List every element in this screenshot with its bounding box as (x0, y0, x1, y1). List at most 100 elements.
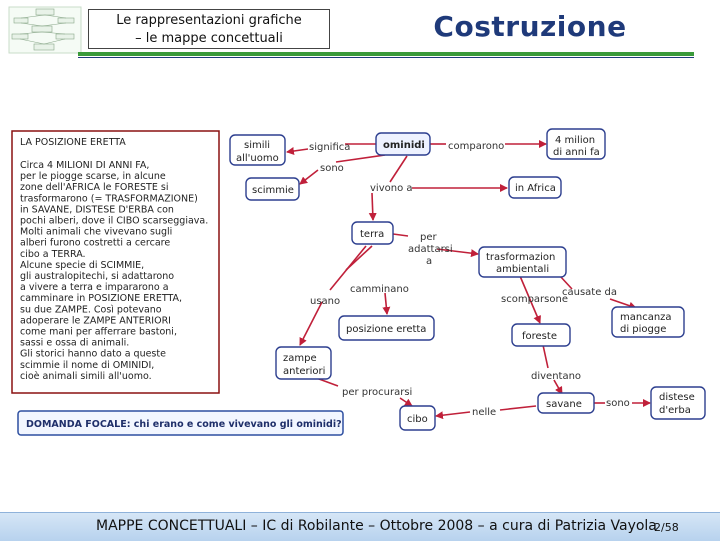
arrow-to-simili (286, 147, 309, 155)
link-a: a (426, 256, 432, 267)
link-comparono: comparono (448, 141, 504, 152)
text-panel-line: adoperare le ZAMPE ANTERIORI (20, 315, 171, 326)
node-scimmie-box (245, 177, 300, 201)
node-africa: in Africa (515, 183, 556, 194)
arrow-to-cibo (435, 411, 471, 420)
node-ominidi: ominidi (383, 140, 425, 151)
node-zampe-line2: anteriori (283, 366, 325, 377)
node-terra-box (351, 221, 394, 245)
text-panel-heading: LA POSIZIONE ERETTA (20, 137, 126, 148)
node-trasformazioni-box (478, 246, 567, 278)
node-simili-line2: all'uomo (236, 153, 279, 164)
link-diventano: diventano (531, 371, 581, 382)
header-rule-green (78, 52, 694, 56)
connector-savane-nelle (499, 405, 537, 411)
text-panel-line: su due ZAMPE. Così potevano (20, 304, 162, 315)
text-panel-line: in SAVANE, DISTESE D'ERBA con (20, 204, 174, 215)
node-milioni-box (546, 128, 606, 160)
node-zampe-box (275, 346, 332, 380)
arrow-procurarsi-cibo (399, 397, 413, 407)
footer-text: MAPPE CONCETTUALI – IC di Robilante – Ot… (96, 518, 657, 534)
link-vivono-a: vivono a (370, 183, 413, 194)
node-mancanza-line2: di piogge (620, 324, 666, 335)
link-adattarsi: adattarsi (408, 244, 453, 255)
node-africa-box (508, 176, 562, 199)
text-panel-body: Circa 4 MILIONI DI ANNI FA,per le piogge… (20, 160, 208, 382)
node-cibo: cibo (407, 414, 428, 425)
connector-ominidi-vivono (389, 155, 408, 183)
node-terra: terra (360, 229, 384, 240)
arrow-to-foreste (519, 275, 541, 324)
text-panel-line: scimmie il nome di OMINIDI, (20, 360, 154, 371)
link-camminano: camminano (350, 284, 409, 295)
text-panel-line: alberi furono costretti a cercare (20, 238, 170, 249)
node-savane: savane (546, 399, 582, 410)
arrow-to-trasformazioni (436, 248, 479, 258)
text-panel-line: come mani per afferrare bastoni, (20, 327, 177, 338)
text-panel-line: pochi alberi, dove il CIBO scarseggiava. (20, 216, 208, 227)
text-panel-line: trasformarono (= TRASFORMAZIONE) (20, 193, 198, 204)
subtitle-line-1: Le rappresentazioni grafiche (116, 13, 302, 28)
node-trasformazioni-line1: trasformazion (486, 252, 555, 263)
header-rule-blue (78, 57, 694, 58)
focal-question: DOMANDA FOCALE: chi erano e come vivevan… (26, 419, 342, 430)
link-sono: sono (320, 163, 344, 174)
link-sono-2: sono (606, 398, 630, 409)
arrow-to-savane (553, 379, 563, 395)
text-panel-line: Alcune specie di SCIMMIE, (20, 260, 144, 271)
link-usano: usano (310, 296, 340, 307)
node-mancanza-box (611, 306, 685, 338)
connector-terra-adattarsi (392, 233, 409, 237)
text-panel-line: cioè animali simili all'uomo. (20, 371, 152, 382)
connector-foreste-diventano (542, 344, 549, 369)
node-ominidi-box (375, 132, 431, 156)
text-panel-line: Circa 4 MILIONI DI ANNI FA, (20, 160, 149, 171)
link-significa: significa (309, 142, 350, 153)
node-scimmie: scimmie (252, 185, 294, 196)
text-panel-line: a vivere a terra e impararono a (20, 282, 169, 293)
text-panel-line: per le piogge scarse, in alcune (20, 171, 166, 182)
node-foreste: foreste (522, 331, 557, 342)
text-panel-line: Molti animali che vivevano sugli (20, 227, 172, 238)
subtitle-box: Le rappresentazioni grafiche – le mappe … (88, 9, 330, 49)
node-distese-line2: d'erba (659, 405, 691, 416)
node-distese-box (650, 386, 706, 420)
connector-ominidi-sono (335, 154, 386, 163)
text-panel-line: zone dell'AFRICA le FORESTE si (20, 182, 168, 193)
connector-terra-usano (329, 245, 367, 291)
page-number: 2/58 (654, 521, 679, 534)
link-nelle: nelle (472, 407, 496, 418)
page-title: Costruzione (433, 10, 627, 43)
link-per-procurarsi: per procurarsi (342, 387, 412, 398)
link-scomparsone: scomparsone (501, 294, 568, 305)
connector-causate (559, 275, 573, 290)
subtitle-line-2: – le mappe concettuali (135, 31, 283, 46)
link-per: per (420, 232, 438, 243)
arrow-to-terra (368, 192, 377, 221)
node-savane-box (537, 392, 595, 414)
arrow-to-posizione (382, 292, 391, 315)
node-foreste-box (511, 323, 571, 347)
node-zampe-line1: zampe (283, 353, 317, 364)
text-panel-line: Gli storici hanno dato a queste (20, 349, 166, 360)
text-panel-line: gli australopitechi, si adattarono (20, 271, 174, 282)
arrow-to-scimmie (299, 169, 319, 185)
node-distese-line1: distese (659, 392, 695, 403)
concept-map: LA POSIZIONE ERETTA Circa 4 MILIONI DI A… (11, 128, 706, 436)
node-simili-line1: simili (244, 140, 270, 151)
node-trasformazioni-line2: ambientali (496, 264, 549, 275)
node-milioni-line2: di anni fa (553, 147, 600, 158)
node-posizione: posizione eretta (346, 324, 426, 335)
text-panel (11, 130, 220, 394)
text-panel-line: cibo a TERRA. (20, 249, 86, 260)
node-mancanza-line1: mancanza (620, 312, 672, 323)
node-simili-box (229, 134, 286, 166)
text-panel-line: sassi e ossa di animali. (20, 338, 129, 349)
node-posizione-box (338, 315, 435, 341)
footer-bar (0, 512, 720, 541)
link-causate-da: causate da (562, 287, 617, 298)
arrow-to-zampe (299, 301, 323, 346)
concept-map-logo-icon (8, 6, 82, 54)
focal-question-box (17, 410, 344, 436)
node-cibo-box (399, 405, 436, 431)
